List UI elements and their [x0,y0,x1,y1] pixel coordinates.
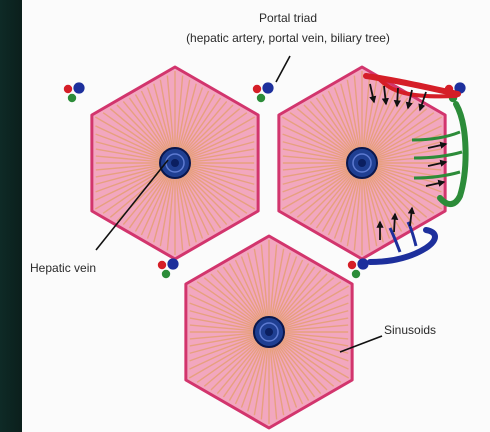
portal-triad-icon [253,82,274,102]
lobule-left [92,67,258,259]
portal-vein-dot [73,82,84,93]
bile-duct-dot [68,94,76,102]
central-vein-core [358,159,366,167]
portal-vein-dot [167,258,178,269]
hepatic-vein-label: Hepatic vein [30,261,96,275]
portal-vein-dot [262,82,273,93]
central-vein-core [265,328,273,336]
lobules [92,67,445,428]
flow-arrow-icon [394,214,395,232]
portal-triad-title: Portal triad [259,11,317,25]
bile-duct-dot [352,270,360,278]
portal-vein-dot [357,258,368,269]
sinusoids-label: Sinusoids [384,323,436,337]
portal-triad-leader [276,56,290,82]
portal-triad-subtitle: (hepatic artery, portal vein, biliary tr… [186,31,390,45]
portal-triad-icon [64,82,85,102]
portal-triad-icon [158,258,179,278]
hepatic-artery-dot [253,85,261,93]
lobule-bottom [186,236,352,428]
hepatic-artery-dot [64,85,72,93]
central-vein-core [171,159,179,167]
bile-duct-dot [257,94,265,102]
portal-triad-icon [348,258,369,278]
hepatic-artery-dot [348,261,356,269]
bile-duct-dot [162,270,170,278]
flow-arrow-icon [397,88,398,106]
hepatic-artery-dot [158,261,166,269]
